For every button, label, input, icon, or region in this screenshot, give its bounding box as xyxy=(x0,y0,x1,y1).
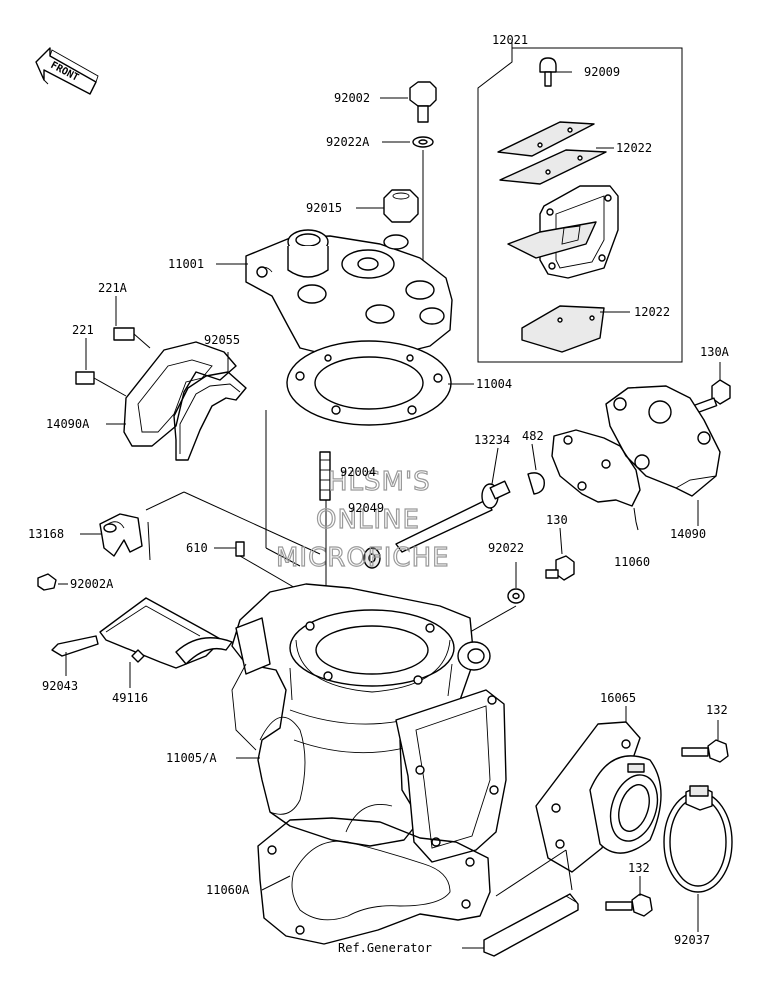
base-gasket xyxy=(257,817,491,945)
label-92004: 92004 xyxy=(340,465,376,479)
label-92055: 92055 xyxy=(204,333,240,347)
label-13168: 13168 xyxy=(28,527,64,541)
label-11060a: 11060A xyxy=(206,883,250,897)
label-11005a: 11005/A xyxy=(166,751,217,765)
cylinder-head xyxy=(245,229,453,359)
label-12021: 12021 xyxy=(492,33,528,47)
label-12022-bot: 12022 xyxy=(634,305,670,319)
generator-plate xyxy=(483,893,579,957)
label-132-bot: 132 xyxy=(628,861,650,875)
label-482: 482 xyxy=(522,429,544,443)
watermark-line-3: MICROFICHE xyxy=(276,543,450,573)
leader-lines xyxy=(58,40,721,949)
label-92043: 92043 xyxy=(42,679,78,693)
cylinder-block xyxy=(231,583,507,863)
front-arrow-icon: FRONT xyxy=(35,47,99,95)
holder-13168 xyxy=(37,513,317,601)
label-92049: 92049 xyxy=(348,501,384,515)
label-221a: 221A xyxy=(98,281,128,295)
label-92015: 92015 xyxy=(306,201,342,215)
exhaust-valve-49116 xyxy=(51,597,233,669)
hose-clamp xyxy=(663,785,733,893)
label-92022a: 92022A xyxy=(326,135,370,149)
head-gasket xyxy=(286,340,452,426)
label-610: 610 xyxy=(186,541,208,555)
label-130a: 130A xyxy=(700,345,730,359)
label-92037: 92037 xyxy=(674,933,710,947)
cover-14090a-assembly xyxy=(75,327,247,461)
label-11004: 11004 xyxy=(476,377,512,391)
label-14090a: 14090A xyxy=(46,417,90,431)
label-92009: 92009 xyxy=(584,65,620,79)
label-16065: 16065 xyxy=(600,691,636,705)
watermark-line-2: ONLINE xyxy=(316,505,420,535)
label-92002a: 92002A xyxy=(70,577,114,591)
label-11001: 11001 xyxy=(168,257,204,271)
label-130: 130 xyxy=(546,513,568,527)
intake-manifold xyxy=(535,721,662,873)
watermark: HLSM'S ONLINE MICROFICHE xyxy=(275,466,450,573)
label-92002: 92002 xyxy=(334,91,370,105)
label-ref-generator: Ref.Generator xyxy=(338,941,432,955)
label-49116: 49116 xyxy=(112,691,148,705)
bolt-130 xyxy=(455,555,575,641)
label-92022: 92022 xyxy=(488,541,524,555)
exhaust-valve-shaft xyxy=(319,451,545,620)
label-11060: 11060 xyxy=(614,555,650,569)
label-14090: 14090 xyxy=(670,527,706,541)
label-13234: 13234 xyxy=(474,433,510,447)
label-221: 221 xyxy=(72,323,94,337)
part-labels: 12021 92009 92002 92022A 12022 92015 110… xyxy=(28,33,730,955)
bolts-132 xyxy=(605,739,729,917)
reed-valve-assembly xyxy=(497,57,619,353)
label-132-top: 132 xyxy=(706,703,728,717)
head-fasteners xyxy=(383,81,437,290)
watermark-line-1: HLSM'S xyxy=(328,467,431,497)
cover-14090-assembly xyxy=(551,379,731,523)
label-12022-top: 12022 xyxy=(616,141,652,155)
